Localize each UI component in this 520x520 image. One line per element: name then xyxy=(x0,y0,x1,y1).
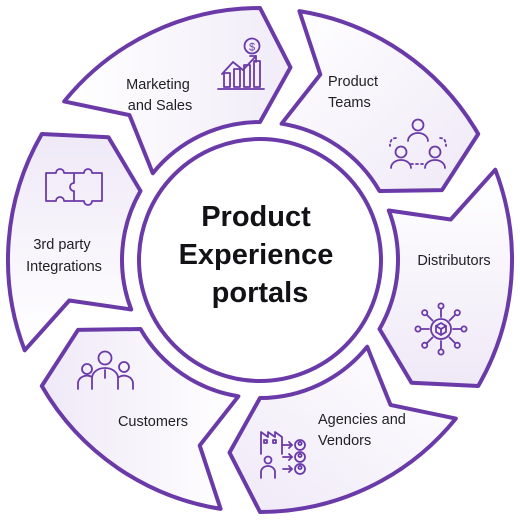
center-title-line-3: portals xyxy=(212,277,309,309)
svg-text:$: $ xyxy=(249,42,255,54)
segment-label-distributors: Distributors xyxy=(417,253,490,269)
center-title: Product Experience portals xyxy=(179,201,342,309)
segment-label-3rd-party-integrations: 3rd party Integrations xyxy=(26,237,102,275)
segment-label-agencies-and-vendors: Agencies and Vendors xyxy=(318,412,410,449)
factory-distribution-icon xyxy=(260,431,306,479)
segment-agencies-and-vendors xyxy=(227,344,458,514)
puzzle-icon xyxy=(45,168,103,206)
segment-marketing-and-sales xyxy=(62,6,293,176)
segment-label-customers: Customers xyxy=(118,414,188,430)
segment-customers xyxy=(39,327,241,511)
segment-label-product-teams: Product Teams xyxy=(328,74,382,111)
center-circle xyxy=(137,137,383,383)
chart-dollar-icon: $ xyxy=(217,37,265,90)
segment-product-teams xyxy=(279,9,481,193)
segment-distributors xyxy=(377,167,515,388)
center-title-line-1: Product xyxy=(201,201,311,233)
hub-network-icon xyxy=(414,302,468,356)
customers-group-icon xyxy=(77,350,134,390)
segment-label-marketing-and-sales: Marketing and Sales xyxy=(126,77,194,114)
center-title-line-2: Experience xyxy=(179,239,334,271)
segment-3rd-party-integrations xyxy=(5,132,143,353)
team-network-icon xyxy=(389,118,447,169)
